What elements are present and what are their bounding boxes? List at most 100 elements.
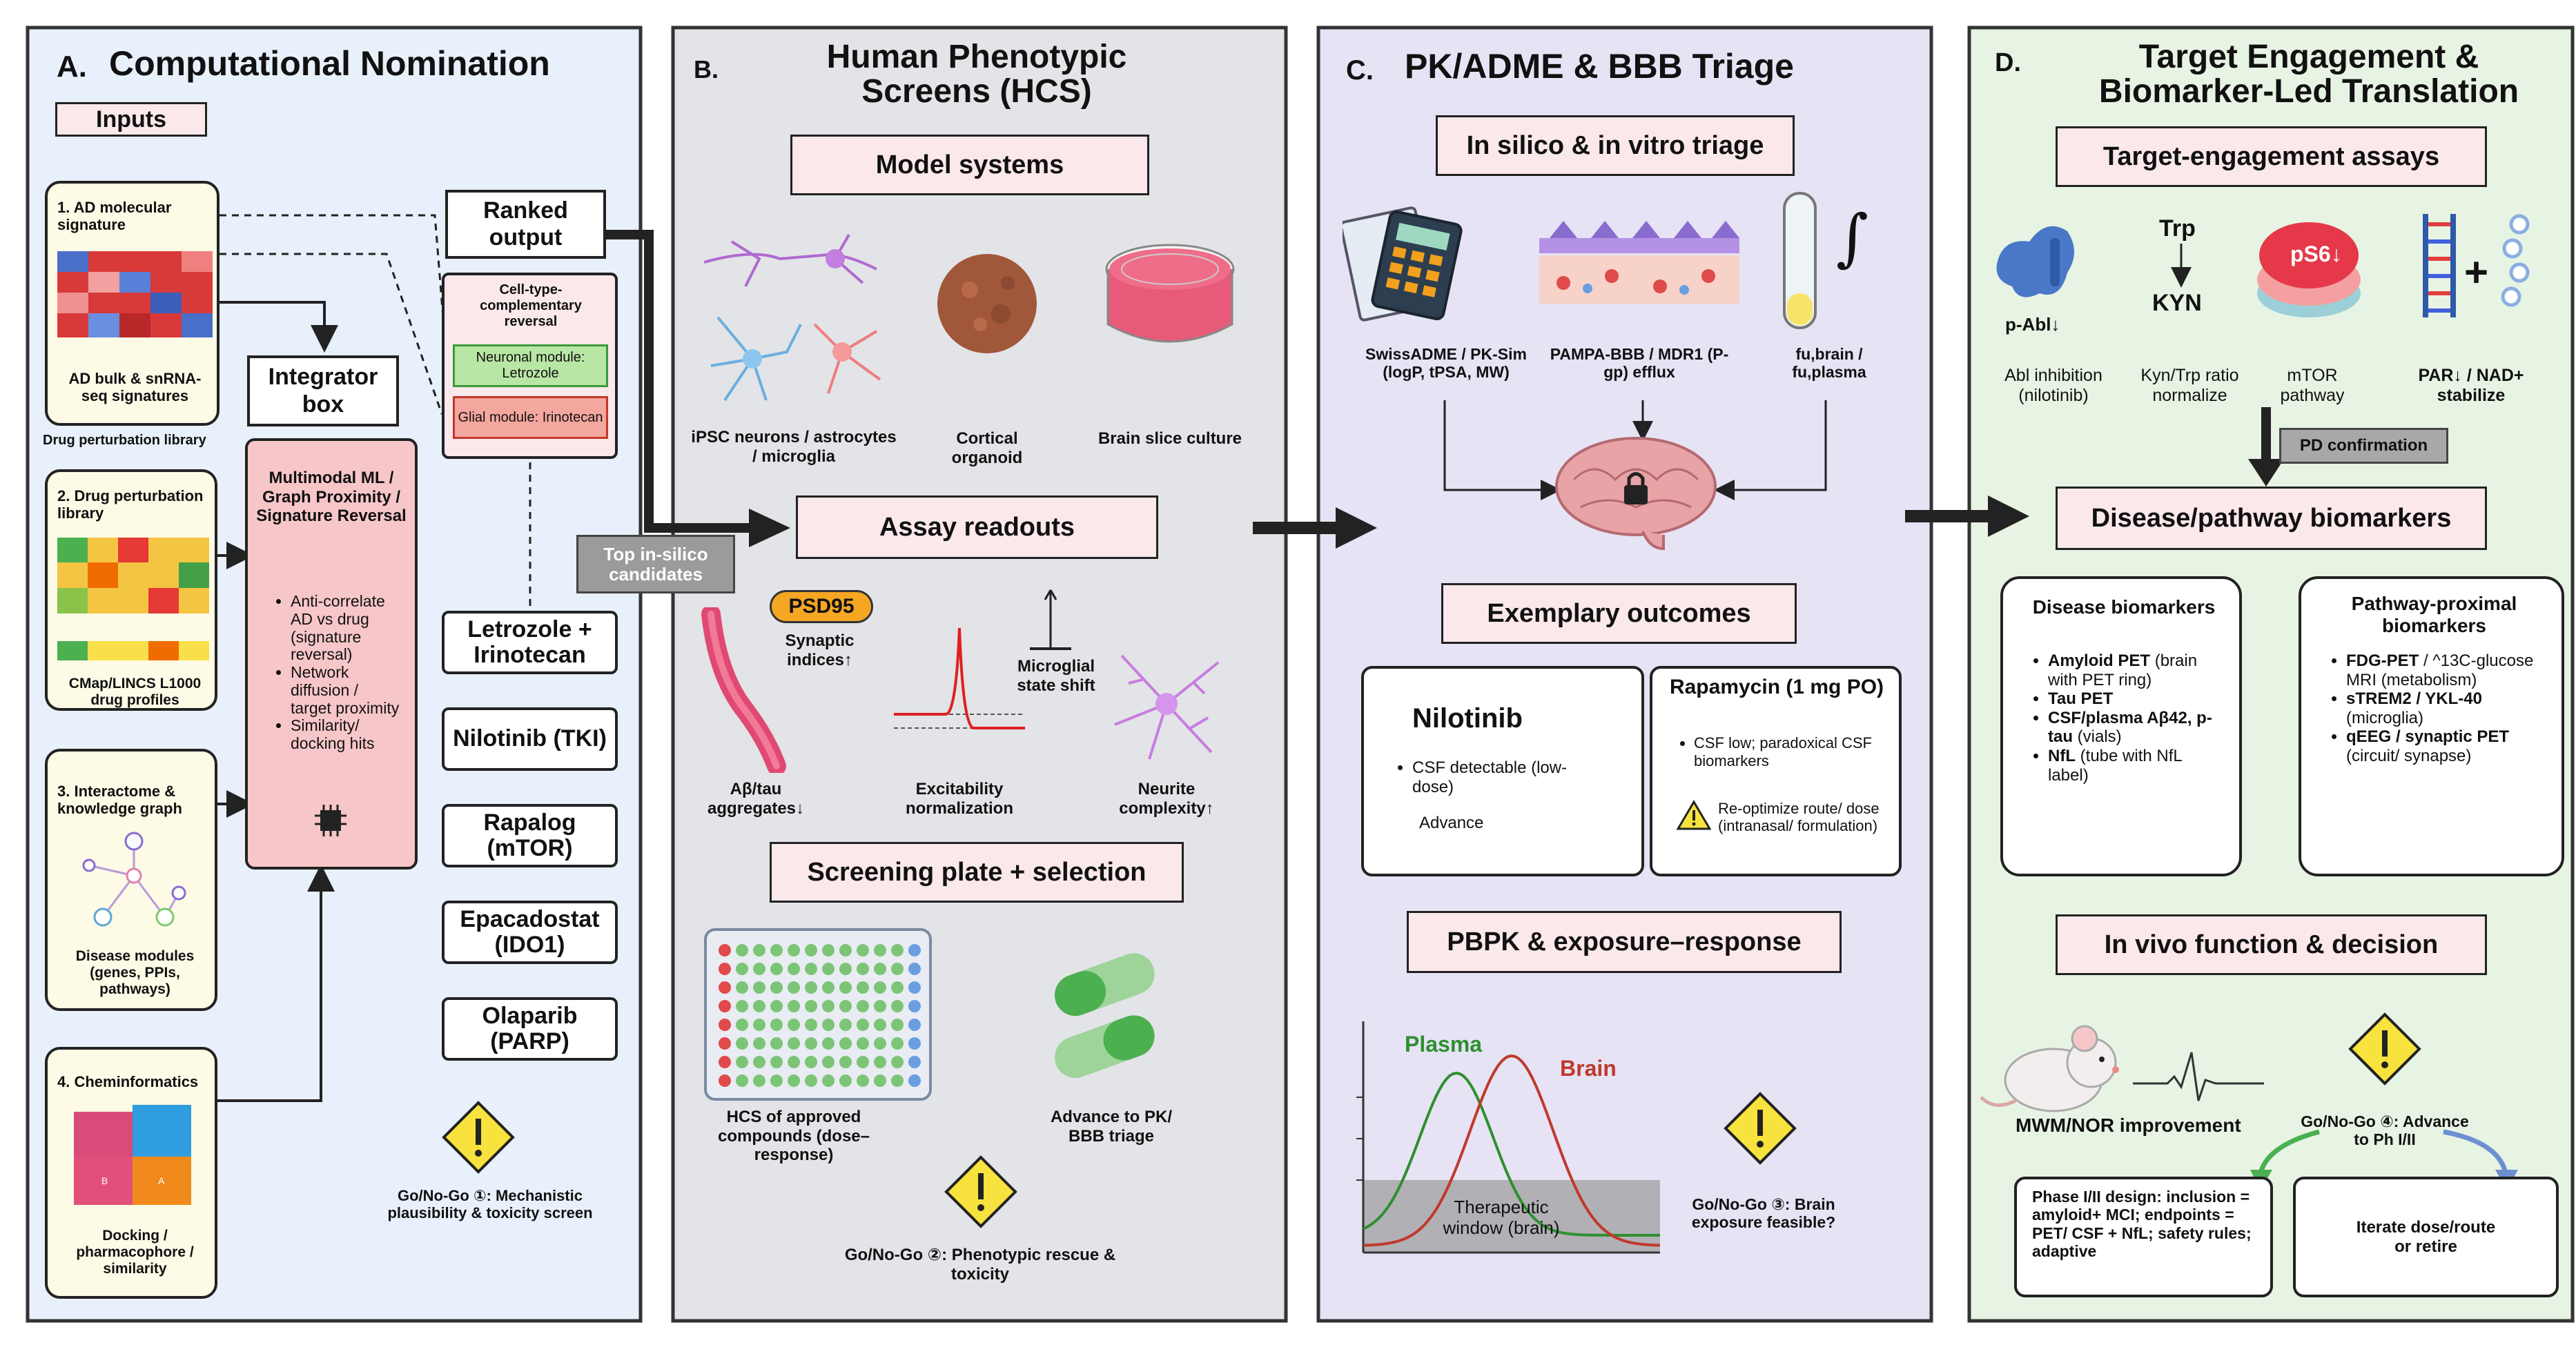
card-interactome-title: 3. Interactome & knowledge graph	[57, 783, 182, 818]
plate-well	[719, 944, 731, 956]
plate-well	[770, 963, 783, 975]
te-assay-label: Kyn/Trp ratio normalize	[2140, 366, 2239, 405]
panel-c-title: PK/ADME & BBB Triage	[1405, 47, 1794, 86]
plate-well	[822, 963, 835, 975]
plate-well	[822, 944, 835, 956]
abl-kinase-icon	[1996, 226, 2074, 297]
plate-well	[788, 1056, 800, 1068]
plate-well	[788, 1000, 800, 1012]
complementary-title: Cell-type-complementary reversal	[480, 282, 582, 329]
plate-well	[874, 1056, 886, 1068]
drug-candidate: Letrozole + Irinotecan	[442, 611, 618, 674]
plate-well	[874, 1074, 886, 1087]
card-drug-perturbation-title: 2. Drug perturbation library	[57, 487, 204, 522]
pathway-biomarker-name: qEEG / synaptic PET	[2346, 727, 2510, 747]
kyn-label: KYN	[2152, 290, 2202, 316]
integrator-bullet: Similarity/ docking hits	[291, 716, 401, 753]
plate-well	[874, 1037, 886, 1050]
plate-well	[839, 1056, 852, 1068]
plate-well	[805, 1074, 817, 1087]
plate-well	[857, 1019, 869, 1031]
microglial-label: Microglial state shift	[1017, 657, 1095, 695]
mouse-icon	[1980, 1025, 2119, 1112]
plate-well	[839, 1037, 852, 1050]
disease-biomarker-detail: (vials)	[2073, 727, 2122, 747]
panel-d-title: Target Engagement & Biomarker-Led Transl…	[2098, 39, 2519, 110]
integrator-box-label: Integrator box	[247, 355, 399, 426]
plate-well	[822, 1056, 835, 1068]
plate-well	[891, 1000, 904, 1012]
ai-chip-icon	[315, 805, 347, 836]
panel-b-bg	[671, 26, 1288, 1323]
trp-label: Trp	[2159, 215, 2196, 242]
synaptic-indices-label: Synaptic indices↑	[785, 631, 855, 669]
pathway-biomarker-detail: (microglia)	[2346, 708, 2424, 727]
integrator-title: Multimodal ML / Graph Proximity / Signat…	[256, 469, 407, 526]
plate-well	[753, 1000, 765, 1012]
card-ad-signature: 1. AD molecular signature AD bulk & snRN…	[45, 181, 219, 426]
pathway-biomarker-item: sTREM2 / YKL-40 (microglia)	[2346, 689, 2546, 727]
plate-well	[891, 1037, 904, 1050]
card-cheminformatics-title: 4. Cheminformatics	[57, 1073, 199, 1090]
advance-pk-label: Advance to PK/ BBB triage	[1050, 1108, 1173, 1146]
pampa-bbb-membrane-icon	[1539, 221, 1739, 304]
insilico-triage-header: In silico & in vitro triage	[1436, 115, 1795, 176]
screening-plate-header: Screening plate + selection	[770, 842, 1184, 903]
phase-design-text: Phase I/II design: inclusion = amyloid+ …	[2032, 1188, 2252, 1261]
plate-well	[805, 1000, 817, 1012]
pathway-biomarker-detail: / ^13C-glucose MRI (metabolism)	[2346, 651, 2534, 689]
panel-b-letter: B.	[694, 55, 719, 84]
te-assay-label: mTOR pathway	[2280, 366, 2345, 405]
plate-well	[822, 1037, 835, 1050]
plate-well	[805, 1056, 817, 1068]
plate-well	[908, 1019, 921, 1031]
model-label: iPSC neurons / astrocytes / microglia	[691, 428, 897, 466]
parp-nad-icon: +	[2423, 214, 2530, 317]
warning-icon	[944, 1155, 1017, 1228]
plate-well	[908, 1037, 921, 1050]
panel-c-letter: C.	[1346, 55, 1374, 86]
phase-design-card: Phase I/II design: inclusion = amyloid+ …	[2014, 1177, 2273, 1297]
integrator-box: Multimodal ML / Graph Proximity / Signat…	[245, 438, 418, 870]
plate-well	[805, 1019, 817, 1031]
caution-triangle-icon	[1677, 800, 1711, 830]
drug-profile-heatmap-icon	[57, 538, 209, 660]
plate-well	[857, 1037, 869, 1050]
disease-biomarker-item: NfL (tube with NfL label)	[2048, 747, 2221, 785]
plate-well	[719, 1037, 731, 1050]
panel-a-title: Computational Nomination	[109, 44, 550, 83]
model-label: Cortical organoid	[951, 429, 1023, 467]
te-assay-label: Abl inhibition (nilotinib)	[2004, 366, 2102, 405]
disease-biomarker-name: Amyloid PET	[2048, 651, 2151, 670]
plate-well	[891, 1019, 904, 1031]
drug-candidate: Olaparib (PARP)	[442, 997, 618, 1061]
glial-module-box: Glial module: Irinotecan	[453, 396, 608, 439]
plasma-label: Plasma	[1405, 1032, 1483, 1057]
disease-biomarkers-card: Disease biomarkers Amyloid PET (brain wi…	[2000, 576, 2242, 876]
plate-well	[891, 1074, 904, 1087]
pathway-biomarker-item: qEEG / synaptic PET (circuit/ synapse)	[2346, 727, 2546, 765]
therapeutic-window-band	[1363, 1180, 1660, 1253]
calculator-clipboard-icon	[1343, 206, 1463, 322]
model-systems-header: Model systems	[790, 135, 1149, 195]
plate-well	[736, 1019, 748, 1031]
drug-perturbation-library-note: Drug perturbation library	[43, 433, 206, 448]
plate-well	[857, 944, 869, 956]
brain-lock-icon	[1555, 437, 1717, 551]
pathway-biomarker-detail: (circuit/ synapse)	[2346, 746, 2472, 765]
puzzle-docking-icon: B A	[74, 1105, 191, 1205]
arrow-ranked-to-assay	[601, 230, 749, 533]
plate-well	[770, 1000, 783, 1012]
panel-b-title: Human Phenotypic Screens (HCS)	[826, 39, 1127, 110]
plate-well	[908, 963, 921, 975]
card-interactome: 3. Interactome & knowledge graph Disease…	[45, 749, 217, 1011]
pathway-biomarker-item: FDG-PET / ^13C-glucose MRI (metabolism)	[2346, 651, 2546, 689]
plate-well	[770, 1037, 783, 1050]
warning-icon	[1724, 1092, 1797, 1165]
warning-icon	[442, 1101, 515, 1174]
pathway-biomarker-name: sTREM2 / YKL-40	[2346, 689, 2482, 709]
invivo-header: In vivo function & decision	[2056, 914, 2487, 975]
plate-well	[736, 1037, 748, 1050]
pbpk-curves-chart	[1356, 1021, 1661, 1254]
plate-well	[891, 1056, 904, 1068]
